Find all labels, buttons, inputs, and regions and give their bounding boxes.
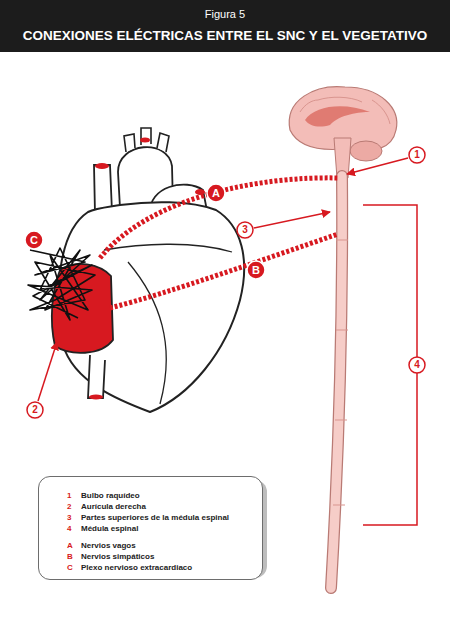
callout-letter: A <box>206 183 226 203</box>
callout-number: 1 <box>408 146 426 164</box>
cord-segment <box>333 240 348 505</box>
callout-letter: B <box>246 260 266 280</box>
legend-key: 2 <box>67 501 81 512</box>
vessel-opening <box>140 138 150 143</box>
legend-text: Bulbo raquídeo <box>81 490 256 501</box>
aortic-branch <box>124 128 169 152</box>
callout-text: B <box>252 264 260 276</box>
callout-text: 4 <box>414 359 420 371</box>
legend-key: A <box>67 540 81 551</box>
callout-text: 1 <box>414 149 420 161</box>
vessel-opening <box>95 163 109 169</box>
cerebellum <box>350 141 382 161</box>
callout-letter: C <box>24 230 44 250</box>
callout-outline <box>207 184 225 202</box>
leader-line <box>38 342 57 401</box>
vessel-opening <box>195 189 205 195</box>
brain-fold <box>300 97 390 124</box>
callout-outline <box>27 402 43 418</box>
callout-outline <box>409 147 425 163</box>
legend-key: 1 <box>67 490 81 501</box>
legend-box: 1Bulbo raquídeo2Aurícula derecha3Partes … <box>38 476 263 580</box>
callout-number: 4 <box>408 356 426 374</box>
nerve-plexus <box>28 248 95 320</box>
callout-text: A <box>212 187 220 199</box>
sympathetic-nerve-path <box>110 234 338 308</box>
figure-title: CONEXIONES ELÉCTRICAS ENTRE EL SNC Y EL … <box>0 28 450 44</box>
legend-text: Médula espinal <box>81 523 256 534</box>
callout-text: C <box>30 234 38 246</box>
legend-text: Aurícula derecha <box>81 501 256 512</box>
legend-key: 4 <box>67 523 81 534</box>
callout-outline <box>409 357 425 373</box>
legend-key: 3 <box>67 512 81 523</box>
spinal-cord-outline <box>331 176 342 588</box>
callout-outline <box>237 222 253 238</box>
legend-text: Nervios vagos <box>81 540 256 551</box>
leader-line <box>254 212 330 228</box>
leader-line <box>347 158 408 174</box>
legend-text: Plexo nervioso extracardiaco <box>81 562 256 573</box>
callout-number: 3 <box>236 221 254 239</box>
vessel-opening <box>89 395 103 400</box>
callout-text: 2 <box>32 404 38 416</box>
legend-text: Nervios simpáticos <box>81 551 256 562</box>
callout-text: 3 <box>242 224 248 236</box>
heart-groove <box>104 244 232 404</box>
callout-number: 2 <box>26 401 44 419</box>
legend-text: Partes superiores de la médula espinal <box>81 512 256 523</box>
figure-number: Figura 5 <box>0 8 450 20</box>
callout-outline <box>25 231 43 249</box>
legend-key: B <box>67 551 81 562</box>
title-bar <box>0 0 450 52</box>
callout-outline <box>247 261 265 279</box>
vena-cava-inferior <box>88 355 105 398</box>
legend-key: C <box>67 562 81 573</box>
corpus-callosum <box>305 106 370 126</box>
spinal-cord <box>331 176 342 588</box>
